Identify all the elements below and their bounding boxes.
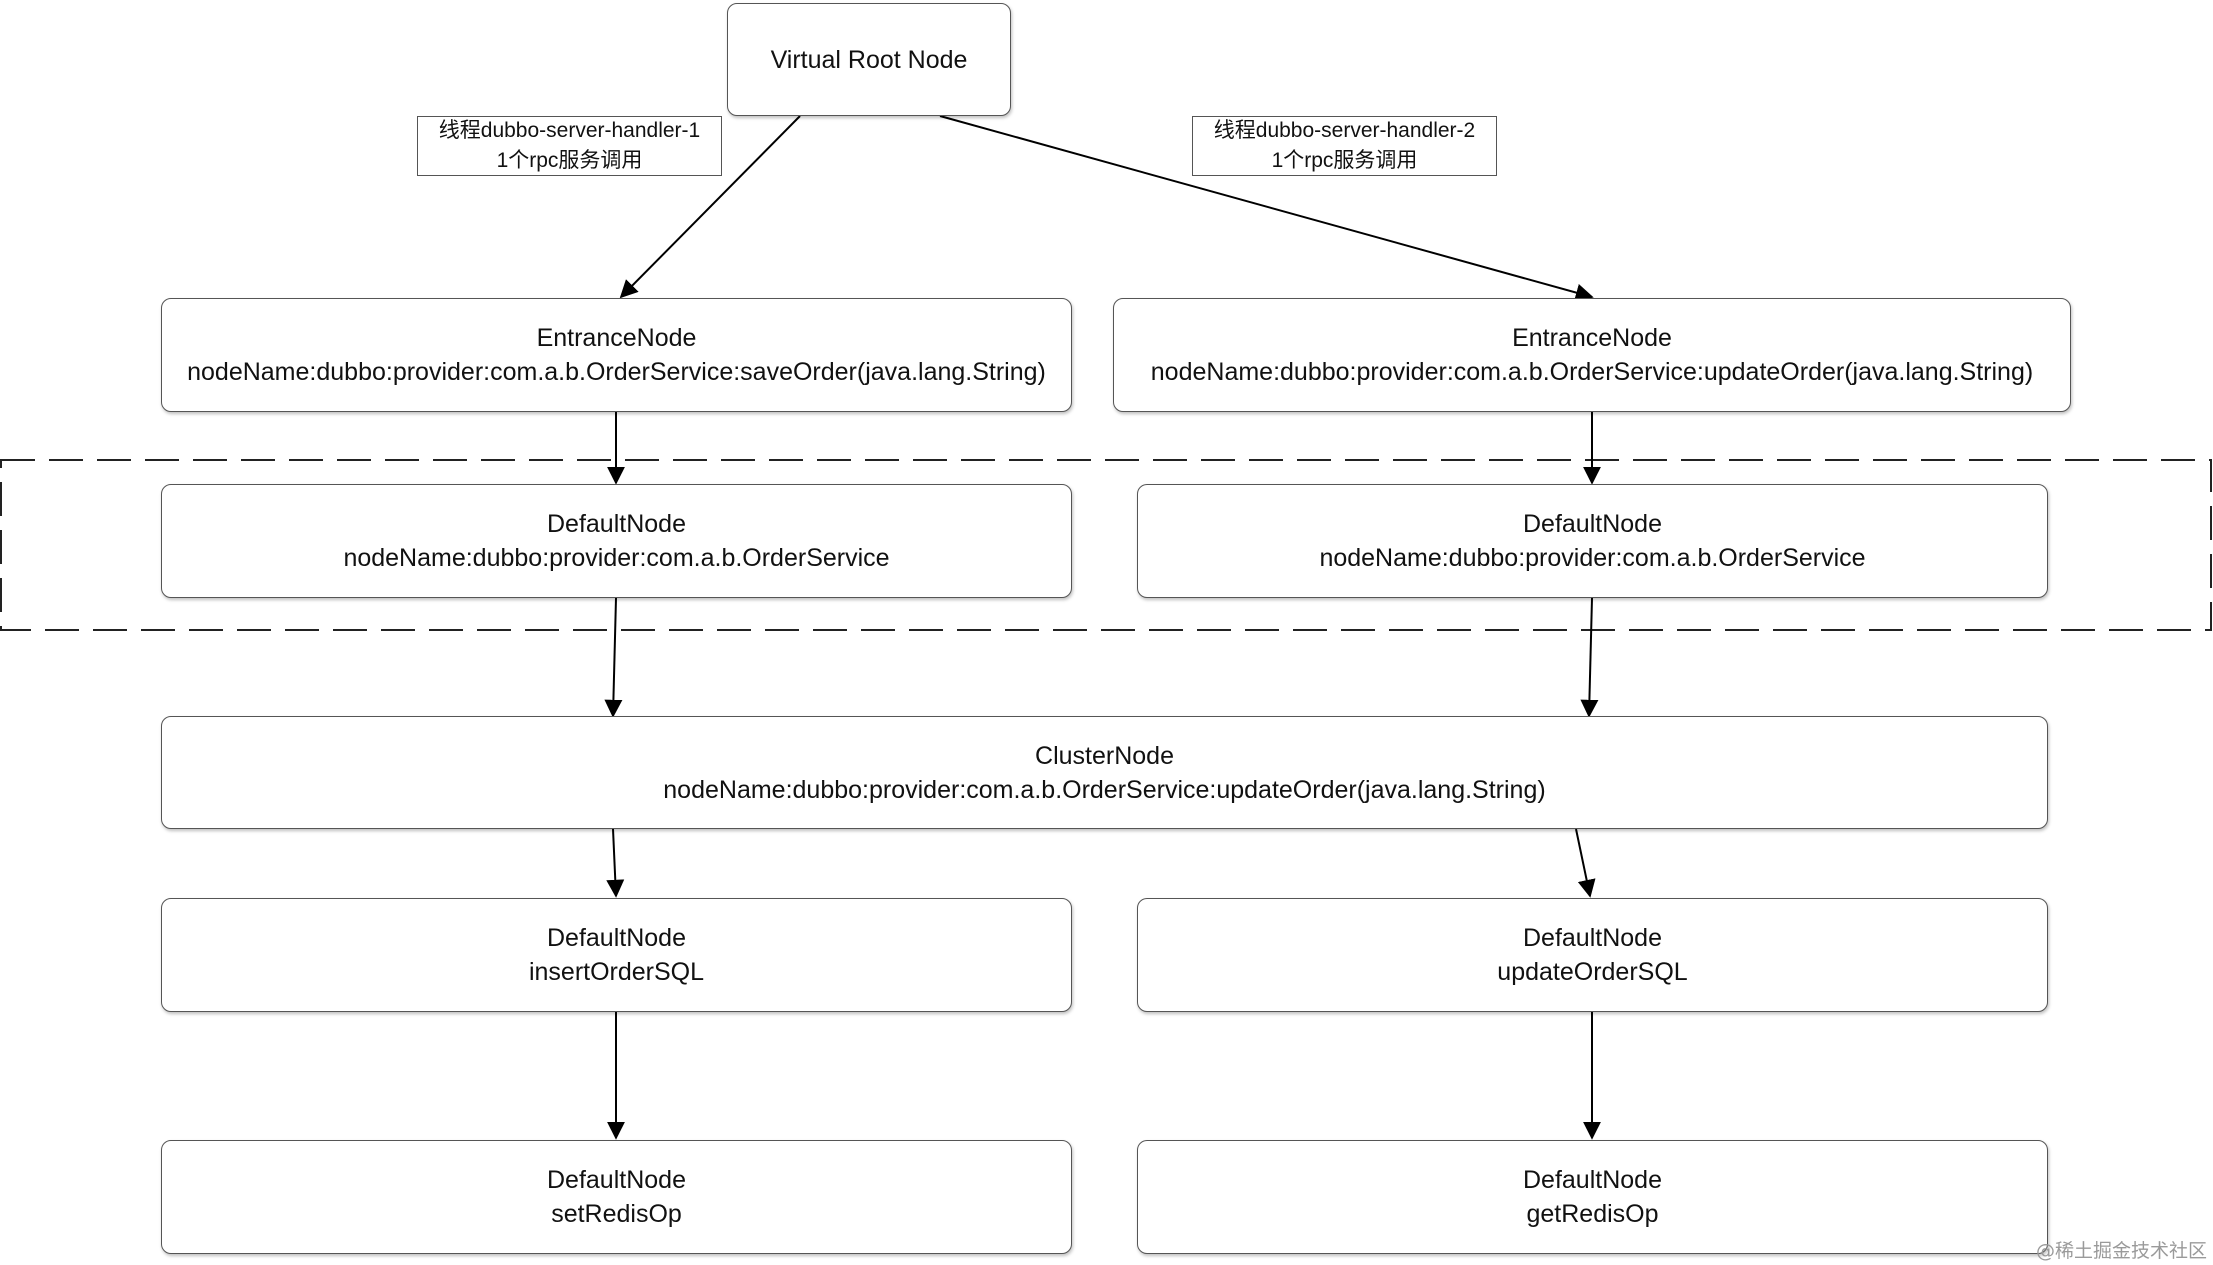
redis-node-2-type: DefaultNode xyxy=(1523,1166,1662,1194)
default-node-set-redis-op: DefaultNode setRedisOp xyxy=(161,1140,1072,1254)
redis-node-2-name: getRedisOp xyxy=(1526,1200,1659,1228)
edge-cluster-to-insert-sql xyxy=(606,828,625,898)
cluster-node-type: ClusterNode xyxy=(1035,741,1174,770)
thread-label-1: 线程dubbo-server-handler-1 1个rpc服务调用 xyxy=(417,116,722,176)
edge-cluster-to-update-sql xyxy=(1575,828,1596,898)
thread-label-2: 线程dubbo-server-handler-2 1个rpc服务调用 xyxy=(1192,116,1497,176)
dashed-group-region xyxy=(0,459,2212,631)
entrance-node-1-type: EntranceNode xyxy=(536,324,697,352)
default-node-service-2: DefaultNode nodeName:dubbo:provider:com.… xyxy=(1137,484,2048,598)
entrance-node-2-name: nodeName:dubbo:provider:com.a.b.OrderSer… xyxy=(1150,358,2034,386)
entrance-node-1-name: nodeName:dubbo:provider:com.a.b.OrderSer… xyxy=(187,358,1046,386)
default-node-get-redis-op: DefaultNode getRedisOp xyxy=(1137,1140,2048,1254)
default-node-2-type: DefaultNode xyxy=(1523,510,1662,538)
redis-node-1-name: setRedisOp xyxy=(551,1200,682,1228)
entrance-node-save-order: EntranceNode nodeName:dubbo:provider:com… xyxy=(161,298,1072,412)
watermark: @稀土掘金技术社区 xyxy=(2035,1240,2207,1262)
sql-node-1-name: insertOrderSQL xyxy=(528,958,705,986)
sql-node-2-name: updateOrderSQL xyxy=(1497,958,1688,986)
edge-default-2-to-cluster xyxy=(1580,597,1599,718)
thread-label-2-name: 线程dubbo-server-handler-2 xyxy=(1213,119,1476,142)
default-node-insert-order-sql: DefaultNode insertOrderSQL xyxy=(161,898,1072,1012)
default-node-service-1: DefaultNode nodeName:dubbo:provider:com.… xyxy=(161,484,1072,598)
thread-label-2-desc: 1个rpc服务调用 xyxy=(1271,149,1418,172)
edge-default-1-to-cluster xyxy=(604,597,623,718)
sql-node-2-type: DefaultNode xyxy=(1523,924,1662,952)
cluster-node: ClusterNode nodeName:dubbo:provider:com.… xyxy=(161,716,2048,829)
redis-node-1-type: DefaultNode xyxy=(547,1166,686,1194)
cluster-node-name: nodeName:dubbo:provider:com.a.b.OrderSer… xyxy=(663,775,1546,804)
default-node-1-type: DefaultNode xyxy=(547,510,686,538)
root-node-title: Virtual Root Node xyxy=(770,45,968,74)
entrance-node-update-order: EntranceNode nodeName:dubbo:provider:com… xyxy=(1113,298,2071,412)
default-node-2-name: nodeName:dubbo:provider:com.a.b.OrderSer… xyxy=(1319,544,1866,572)
edge-root-to-entrance-1 xyxy=(619,115,801,299)
thread-label-1-desc: 1个rpc服务调用 xyxy=(496,149,643,172)
entrance-node-2-type: EntranceNode xyxy=(1512,324,1672,352)
default-node-update-order-sql: DefaultNode updateOrderSQL xyxy=(1137,898,2048,1012)
edge-root-to-entrance-2 xyxy=(939,115,1594,302)
virtual-root-node: Virtual Root Node xyxy=(727,3,1011,116)
sql-node-1-type: DefaultNode xyxy=(547,924,686,952)
default-node-1-name: nodeName:dubbo:provider:com.a.b.OrderSer… xyxy=(343,544,890,572)
thread-label-1-name: 线程dubbo-server-handler-1 xyxy=(438,119,701,142)
